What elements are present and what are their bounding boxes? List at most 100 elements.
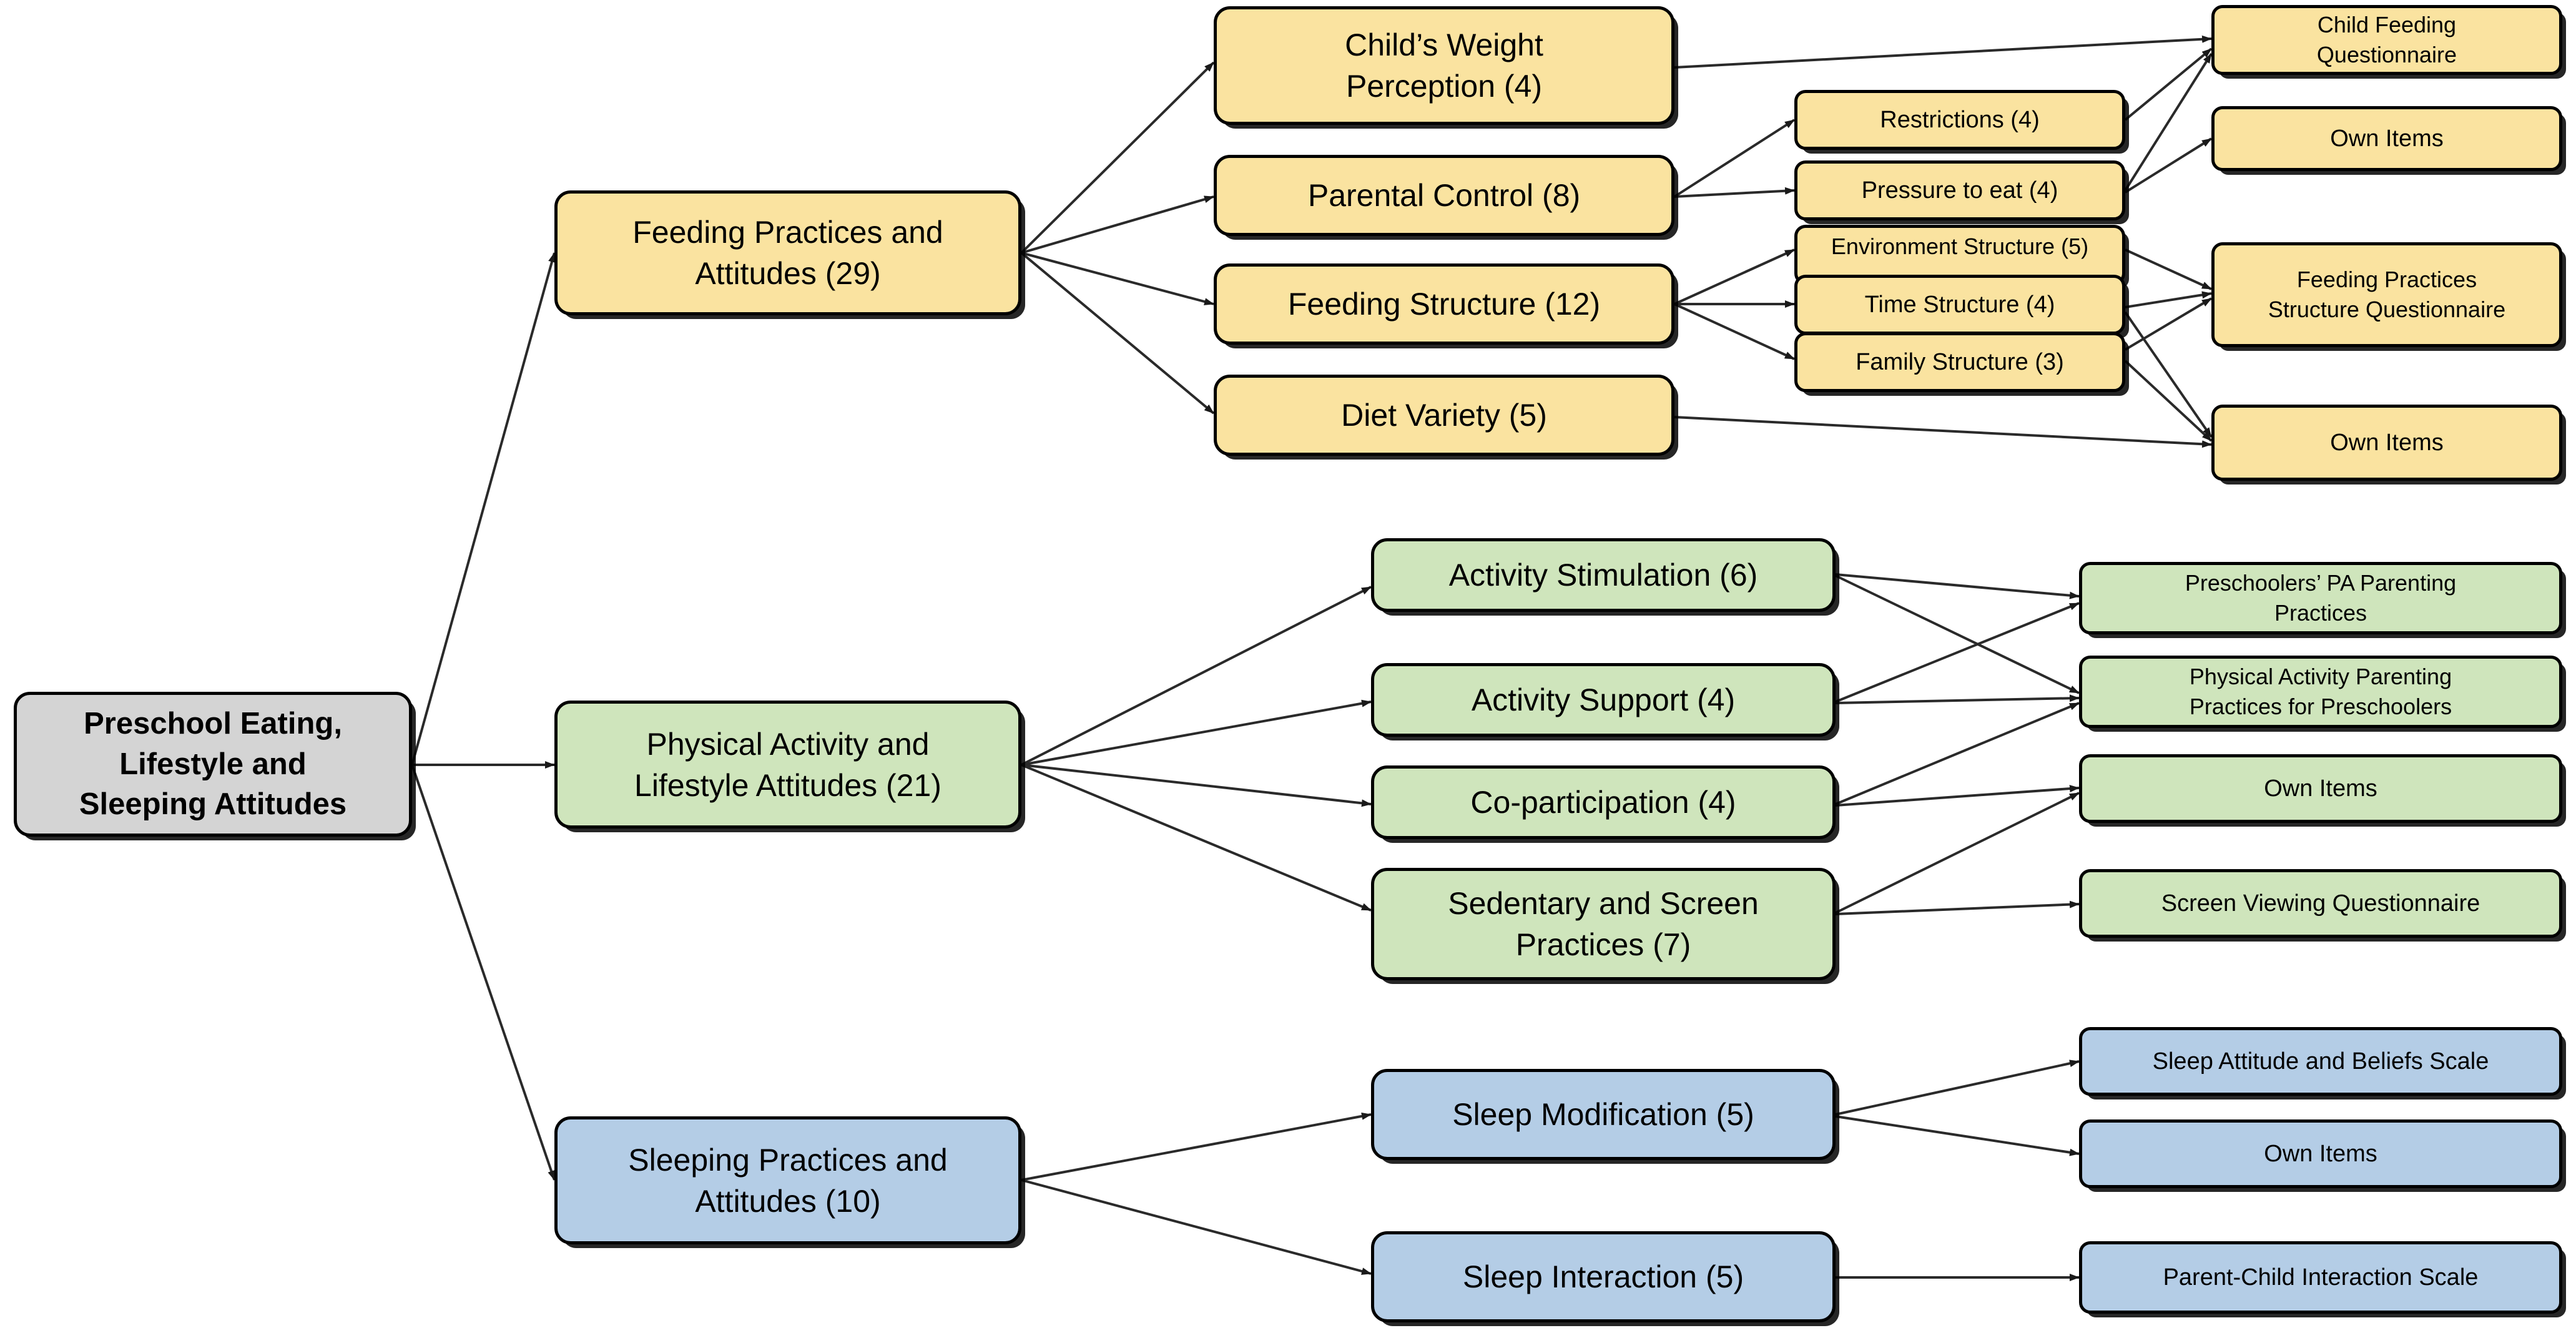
edge-time-fpsq (2125, 291, 2212, 308)
edge-pressure-cfq (2124, 52, 2213, 192)
edge-fs-environment (1674, 248, 1795, 305)
subdomain-cwp-line-2: Perception (4) (1345, 69, 1543, 104)
domain-feeding-line-1: Feeding Practices and (632, 215, 943, 250)
instrument-fpsq-line-1: Feeding Practices (2296, 267, 2477, 293)
instrument-fpsq-line-2: Structure Questionnaire (2268, 297, 2506, 322)
root-line-2: Lifestyle and (119, 747, 307, 781)
edge-sleep-modification (1021, 1112, 1372, 1181)
instrument-feeding-own-items-bottom[interactable]: Own Items (2211, 405, 2562, 481)
instrument-own-items-top-label: Own Items (2330, 125, 2444, 152)
instrument-cfq-line-1: Child Feeding (2317, 12, 2457, 38)
edge-pa-sedentary (1021, 764, 1372, 912)
edge-parental-restrictions (1673, 119, 1796, 198)
subdomain-sedentary-line-1: Sedentary and Screen (1448, 886, 1759, 921)
edge-fs-family (1674, 303, 1795, 360)
edge-mod-sabs (1835, 1060, 2080, 1116)
edge-restrictions-cfq (2124, 47, 2213, 121)
subdomain-co-participation-label: Co-participation (4) (1470, 785, 1736, 820)
edge-root-sleeping (411, 764, 556, 1181)
subdomain-sleep-interaction[interactable]: Sleep Interaction (5) (1371, 1231, 1836, 1322)
instrument-own-items-bottom-label: Own Items (2330, 429, 2444, 456)
edge-feeding-feeding-structure (1021, 252, 1214, 305)
edge-sedentary-ownitems (1835, 792, 2080, 914)
instrument-papp-line-2: Practices for Preschoolers (2189, 694, 2452, 719)
edge-copart-ownitems (1835, 785, 2080, 807)
edge-feeding-parental-control (1021, 195, 1214, 254)
instrument-cfq-line-2: Questionnaire (2316, 42, 2457, 67)
subdomain-feeding-structure[interactable]: Feeding Structure (12) (1214, 263, 1674, 345)
edge-parental-pressure (1674, 187, 1795, 198)
instrument-physical-activity-parenting-practices-for-preschoolers[interactable]: Physical Activity Parenting Practices fo… (2079, 656, 2562, 728)
domain-physical-activity-and-lifestyle-attitudes[interactable]: Physical Activity and Lifestyle Attitude… (554, 701, 1021, 829)
instrument-child-feeding-questionnaire[interactable]: Child Feeding Questionnaire (2211, 5, 2562, 75)
root-node[interactable]: Preschool Eating, Lifestyle and Sleeping… (14, 692, 412, 837)
root-line-1: Preschool Eating, (84, 706, 342, 740)
edge-mod-ownitems (1835, 1115, 2080, 1156)
instrument-screen-viewing-label: Screen Viewing Questionnaire (2161, 890, 2480, 917)
subdomain-diet-variety-label: Diet Variety (5) (1341, 398, 1547, 433)
facet-pressure-to-eat[interactable]: Pressure to eat (4) (1794, 160, 2125, 220)
subdomain-co-participation[interactable]: Co-participation (4) (1371, 765, 1836, 839)
domain-feeding-practices-and-attitudes[interactable]: Feeding Practices and Attitudes (29) (554, 190, 1021, 315)
subdomain-sleep-interaction-label: Sleep Interaction (5) (1462, 1259, 1744, 1294)
subdomain-activity-support-label: Activity Support (4) (1471, 682, 1736, 717)
facet-environment-structure-label: Environment Structure (5) (1831, 234, 2089, 259)
subdomain-sleep-modification[interactable]: Sleep Modification (5) (1371, 1069, 1836, 1160)
facet-time-structure-label: Time Structure (4) (1864, 291, 2055, 318)
subdomain-cwp-line-1: Child’s Weight (1345, 27, 1543, 62)
instrument-sleep-own-items-label: Own Items (2264, 1140, 2377, 1167)
subdomain-childs-weight-perception[interactable]: Child’s Weight Perception (4) (1214, 6, 1674, 125)
domain-pa-line-1: Physical Activity and (646, 726, 930, 762)
subdomain-feeding-structure-label: Feeding Structure (12) (1287, 287, 1601, 322)
instrument-pa-own-items-label: Own Items (2264, 775, 2377, 802)
edge-cwp-cfq (1674, 35, 2212, 69)
subdomain-activity-support[interactable]: Activity Support (4) (1371, 663, 1836, 737)
subdomain-diet-variety[interactable]: Diet Variety (5) (1214, 375, 1674, 456)
instrument-preschoolers-pa-line-2: Practices (2274, 600, 2367, 626)
edge-support-papp (1835, 694, 2080, 704)
instrument-pcis-label: Parent-Child Interaction Scale (2163, 1264, 2479, 1291)
domain-sleeping-practices-and-attitudes[interactable]: Sleeping Practices and Attitudes (10) (554, 1116, 1021, 1244)
edge-copart-papp (1835, 702, 2080, 805)
subdomain-sleep-modification-label: Sleep Modification (5) (1452, 1097, 1754, 1132)
subdomain-activity-stimulation[interactable]: Activity Stimulation (6) (1371, 538, 1836, 612)
edge-stim-papp (1835, 574, 2080, 694)
facet-restrictions[interactable]: Restrictions (4) (1794, 90, 2125, 150)
instrument-preschoolers-pa-line-1: Preschoolers’ PA Parenting (2185, 570, 2457, 596)
edge-sedentary-screen (1835, 900, 2080, 915)
instrument-preschoolers-pa-parenting-practices[interactable]: Preschoolers’ PA Parenting Practices (2079, 562, 2562, 634)
edge-feeding-diet-variety (1020, 252, 1215, 415)
edge-feeding-childs-weight (1020, 61, 1215, 254)
facet-family-structure-label: Family Structure (3) (1856, 348, 2064, 375)
edge-pa-support (1021, 699, 1372, 766)
instrument-sabs-label: Sleep Attitude and Beliefs Scale (2152, 1048, 2489, 1075)
edge-root-feeding (411, 252, 556, 765)
edge-family-ownitems (2124, 360, 2213, 442)
facet-time-structure[interactable]: Time Structure (4) (1794, 275, 2125, 335)
edge-time-ownitems (2124, 311, 2213, 438)
edge-environment-fpsq (2125, 248, 2212, 290)
instrument-sleep-attitude-and-beliefs-scale[interactable]: Sleep Attitude and Beliefs Scale (2079, 1027, 2562, 1096)
edge-support-preschoolers (1835, 602, 2080, 703)
root-line-3: Sleeping Attitudes (79, 787, 347, 822)
subdomain-parental-control-label: Parental Control (8) (1307, 178, 1581, 213)
subdomain-sedentary-line-2: Practices (7) (1515, 927, 1691, 962)
instrument-feeding-practices-structure-questionnaire[interactable]: Feeding Practices Structure Questionnair… (2211, 242, 2562, 347)
edge-pressure-ownitems (2124, 137, 2213, 194)
instrument-feeding-own-items-top[interactable]: Own Items (2211, 106, 2562, 171)
domain-sleeping-line-2: Attitudes (10) (695, 1183, 881, 1219)
edge-family-fpsq (2124, 297, 2213, 351)
subdomain-parental-control[interactable]: Parental Control (8) (1214, 155, 1674, 236)
edge-stim-preschoolers (1835, 573, 2080, 599)
facet-restrictions-label: Restrictions (4) (1880, 106, 2040, 133)
facet-family-structure[interactable]: Family Structure (3) (1794, 332, 2125, 392)
edge-diet-ownitems (1674, 416, 2212, 448)
subdomain-sedentary-and-screen-practices[interactable]: Sedentary and Screen Practices (7) (1371, 868, 1836, 980)
instrument-parent-child-interaction-scale[interactable]: Parent-Child Interaction Scale (2079, 1241, 2562, 1314)
edge-pa-stimulation (1021, 586, 1372, 766)
instrument-pa-own-items[interactable]: Own Items (2079, 754, 2562, 823)
instrument-screen-viewing-questionnaire[interactable]: Screen Viewing Questionnaire (2079, 869, 2562, 938)
instrument-sleep-own-items[interactable]: Own Items (2079, 1119, 2562, 1188)
edge-sleep-interaction (1021, 1179, 1372, 1275)
